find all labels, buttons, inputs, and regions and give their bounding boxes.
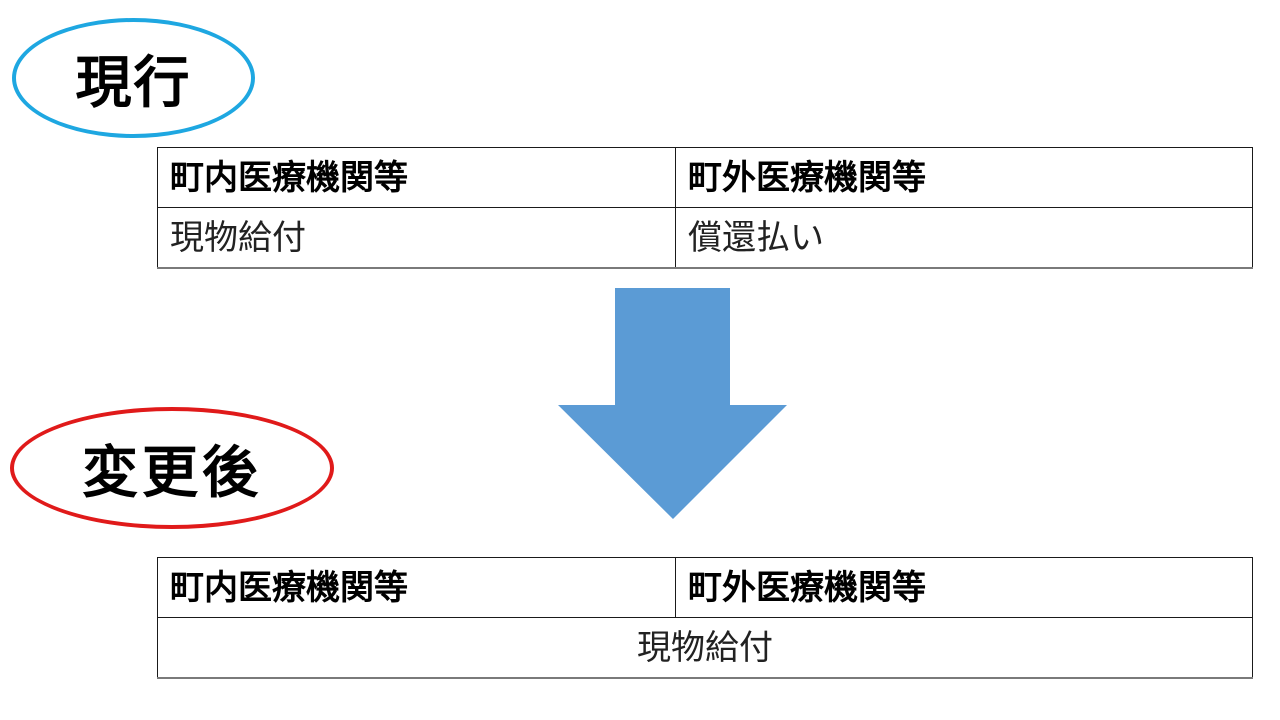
after-label: 変更後 — [82, 440, 262, 506]
header-out-of-town-facilities: 町外医療機関等 — [675, 557, 1253, 618]
after-comparison-table: 町内医療機関等 町外医療機関等 現物給付 — [157, 557, 1253, 679]
current-label: 現行 — [75, 50, 192, 116]
current-label-ellipse: 現行 — [12, 18, 255, 138]
header-in-town-facilities: 町内医療機関等 — [157, 147, 676, 208]
cell-in-town-method: 現物給付 — [157, 207, 676, 269]
cell-out-of-town-method: 償還払い — [675, 207, 1253, 269]
table-row: 現物給付 — [157, 617, 1253, 679]
table-row: 現物給付 償還払い — [157, 207, 1253, 269]
table-header-row: 町内医療機関等 町外医療機関等 — [157, 557, 1253, 618]
current-comparison-table: 町内医療機関等 町外医療機関等 現物給付 償還払い — [157, 147, 1253, 269]
header-in-town-facilities: 町内医療機関等 — [157, 557, 676, 618]
header-out-of-town-facilities: 町外医療機関等 — [675, 147, 1253, 208]
table-header-row: 町内医療機関等 町外医療機関等 — [157, 147, 1253, 208]
after-label-ellipse: 変更後 — [10, 407, 334, 529]
cell-merged-method: 現物給付 — [157, 617, 1253, 679]
down-arrow-icon — [558, 288, 787, 519]
